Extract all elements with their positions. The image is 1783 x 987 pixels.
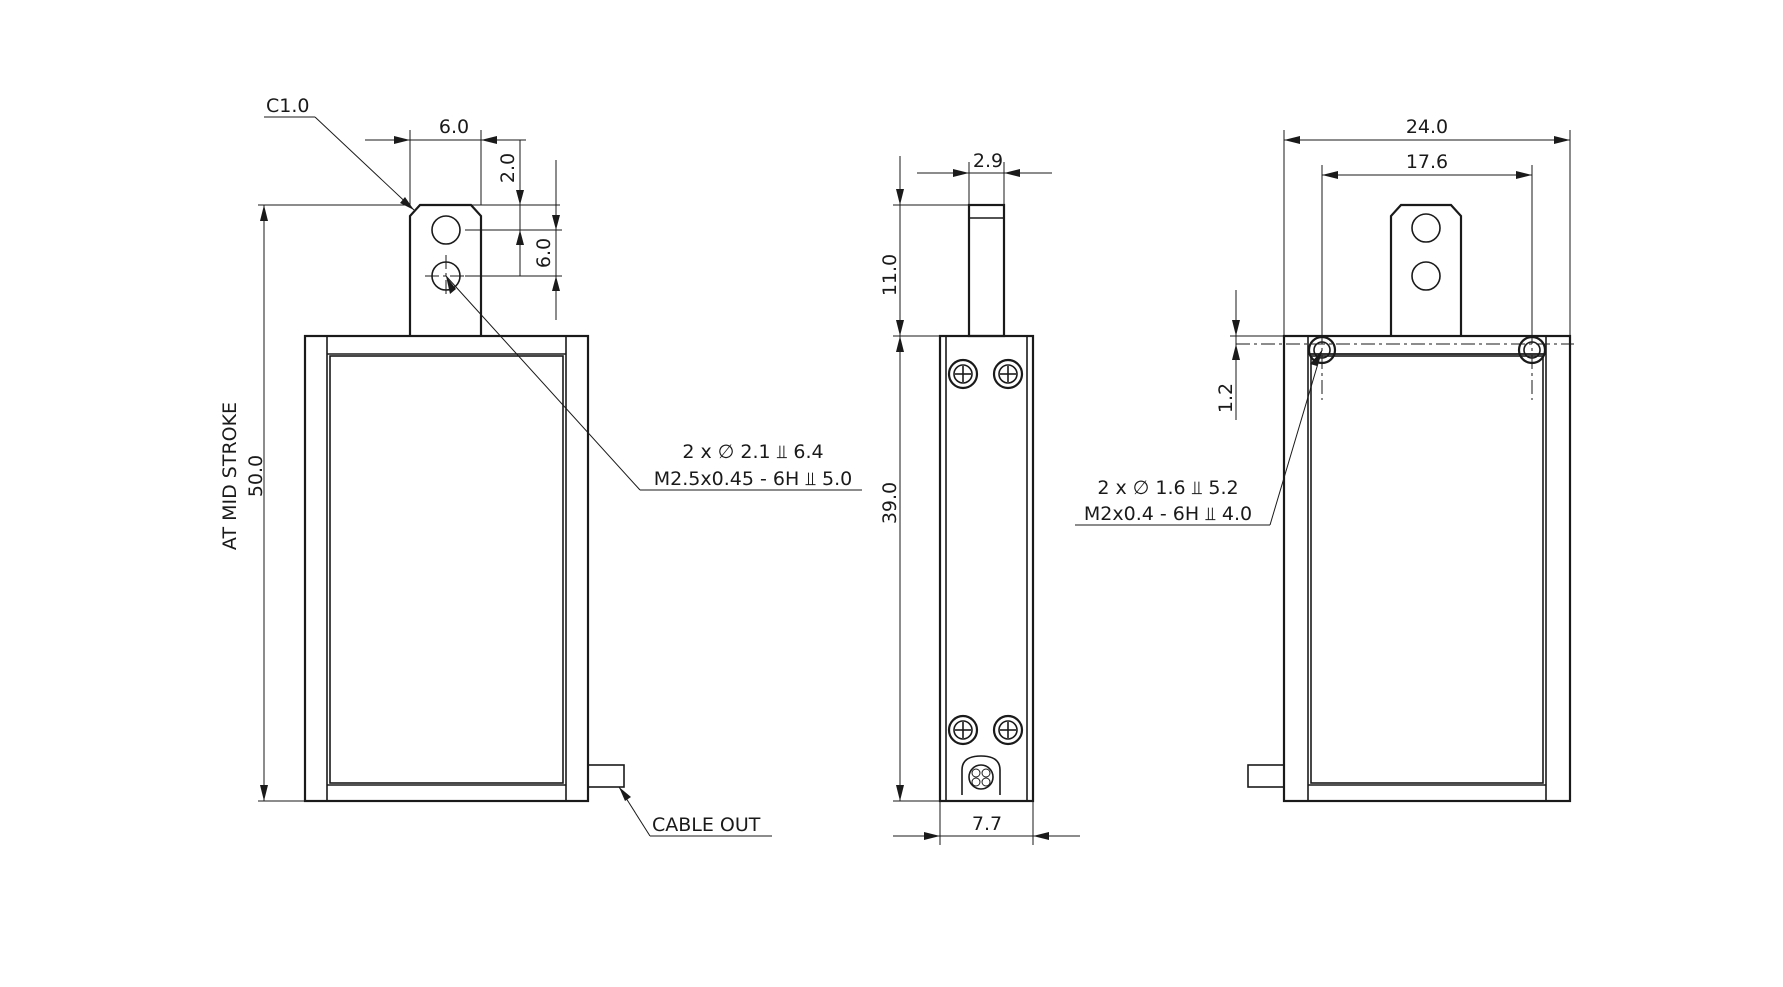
- front-view: 6.0 2.0 6.0 C1.0 50.0 AT MID STROKE 2 x …: [219, 95, 862, 837]
- front-tab: [408, 203, 483, 336]
- back-tab-hole-upper: [1411, 213, 1441, 243]
- side-cable-gland: [961, 755, 1001, 795]
- side-view: 2.9 11.0 39.0 7.7: [879, 150, 1080, 845]
- side-screw-top-right: [992, 358, 1024, 390]
- back-tab: [1389, 203, 1463, 336]
- back-tab-hole-lower: [1411, 261, 1441, 291]
- side-body: [938, 334, 1035, 803]
- front-hole-offset-dim: 2.0: [497, 153, 519, 183]
- side-body-height-dim: 39.0: [879, 482, 901, 524]
- front-height-note: AT MID STROKE: [219, 402, 241, 550]
- front-tab-width-dim: 6.0: [439, 116, 469, 138]
- side-tab: [967, 203, 1006, 338]
- side-screw-top-left: [947, 358, 979, 390]
- front-hole-note-line1: 2 x ∅ 2.1 ⫫ 6.4: [682, 441, 823, 463]
- front-hole-pitch-dim: 6.0: [533, 238, 555, 268]
- front-tab-hole-upper: [431, 215, 461, 245]
- back-window: [1310, 355, 1544, 784]
- front-cable-label: CABLE OUT: [652, 814, 761, 836]
- side-body-depth-dim: 7.7: [972, 813, 1002, 835]
- back-cable-stub: [1247, 764, 1285, 788]
- back-hole-note-line1: 2 x ∅ 1.6 ⫫ 5.2: [1097, 477, 1238, 499]
- front-window: [329, 355, 564, 784]
- side-screw-bottom-left: [947, 714, 979, 746]
- back-view: 24.0 17.6 1.2 2 x ∅ 1.6 ⫫ 5.2 M2x0.4 - 6…: [1075, 116, 1574, 803]
- front-overall-height-dim: 50.0: [245, 455, 267, 497]
- back-overall-width-dim: 24.0: [1406, 116, 1448, 138]
- side-screw-bottom-right: [992, 714, 1024, 746]
- side-tab-height-dim: 11.0: [879, 254, 901, 296]
- front-chamfer-label: C1.0: [266, 95, 309, 117]
- front-hole-note-line2: M2.5x0.45 - 6H ⫫ 5.0: [654, 468, 852, 490]
- back-hole-spacing-dim: 17.6: [1406, 151, 1448, 173]
- back-hole-offset-dim: 1.2: [1215, 383, 1237, 413]
- front-cable-stub: [587, 764, 625, 788]
- front-body-outline: [303, 334, 590, 803]
- back-hole-note-line2: M2x0.4 - 6H ⫫ 4.0: [1084, 503, 1252, 525]
- side-tab-thickness-dim: 2.9: [973, 150, 1003, 172]
- back-body-outline: [1282, 334, 1572, 803]
